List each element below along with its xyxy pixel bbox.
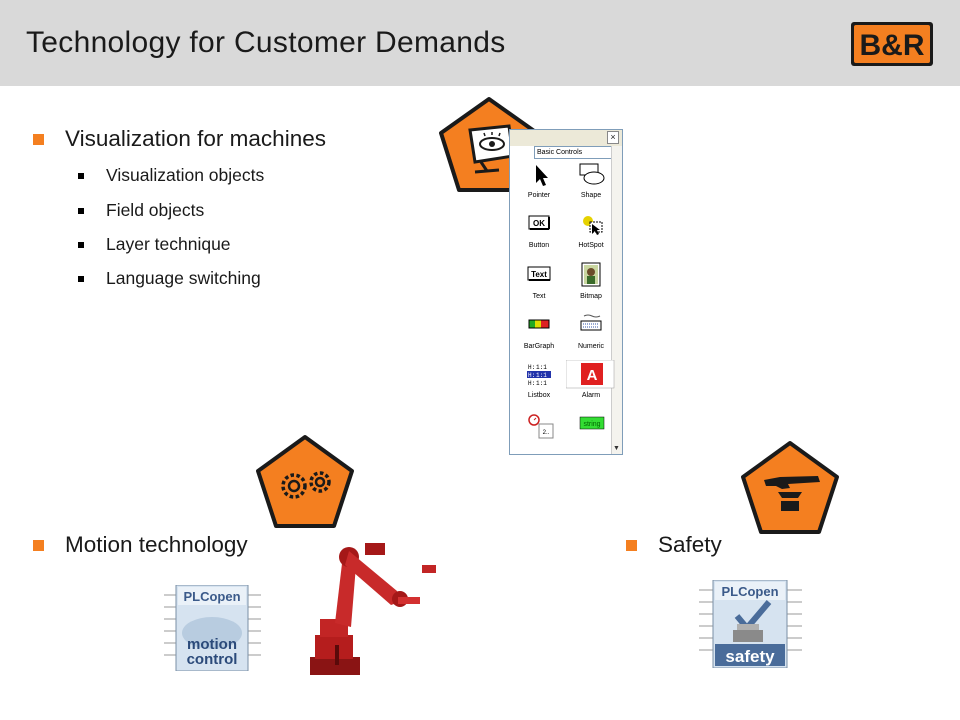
slide-header: Technology for Customer Demands B&R <box>0 0 960 86</box>
tool-label: Button <box>528 242 550 249</box>
sub-item-label: Field objects <box>106 200 205 220</box>
plcopen-motion-badge: PLCopen motion control <box>164 585 261 671</box>
scroll-down-icon[interactable]: ▼ <box>613 445 620 452</box>
tool-label: Bitmap <box>580 293 602 300</box>
motion-heading: Motion technology <box>65 532 248 557</box>
svg-text:PLCopen: PLCopen <box>721 584 778 599</box>
safety-heading: Safety <box>658 532 722 557</box>
hotspot-icon <box>583 216 603 235</box>
tool-label: Shape <box>580 192 602 199</box>
datetime-icon: 2.. <box>528 414 554 439</box>
svg-text:control: control <box>187 651 238 668</box>
svg-text:1:1: 1:1 <box>536 380 547 387</box>
svg-text:motion: motion <box>187 636 237 653</box>
svg-text:H:: H: <box>528 372 535 379</box>
svg-text:B&R: B&R <box>860 29 925 62</box>
alarm-icon: A <box>565 359 615 389</box>
toolbox-panel: × Basic Controls ▼ Pointer Shape OK Butt… <box>509 129 623 455</box>
svg-text:A: A <box>587 367 598 384</box>
visualization-bullet: Visualization for machines <box>33 126 326 152</box>
slide-title: Technology for Customer Demands <box>26 26 506 59</box>
sub-item-label: Layer technique <box>106 234 231 254</box>
sub-bullet: Visualization objects <box>78 165 264 186</box>
toolbox-scrollbar[interactable]: ▼ <box>611 146 622 454</box>
string-icon: string <box>579 416 605 430</box>
tool-button[interactable]: OK Button <box>514 212 564 262</box>
svg-text:Text: Text <box>531 270 547 279</box>
tool-label: Alarm <box>581 392 601 399</box>
toolbox-titlebar: × <box>510 130 622 146</box>
tool-label: Pointer <box>527 192 551 199</box>
sub-bullet: Language switching <box>78 268 261 289</box>
bullet-square <box>33 539 44 551</box>
close-icon[interactable]: × <box>607 131 619 144</box>
tool-label: HotSpot <box>578 242 604 249</box>
svg-text:1:1: 1:1 <box>536 372 547 379</box>
button-icon: OK <box>528 215 550 230</box>
tool-text[interactable]: Text Text <box>514 262 564 312</box>
sub-item-label: Language switching <box>106 268 261 288</box>
tool-bargraph[interactable]: BarGraph <box>514 313 564 363</box>
robot-arm-image <box>310 543 436 675</box>
br-logo: B&R <box>851 22 933 66</box>
tool-pointer[interactable]: Pointer <box>514 162 564 212</box>
visualization-heading: Visualization for machines <box>65 126 326 151</box>
sub-item-label: Visualization objects <box>106 165 265 185</box>
sub-bullet: Layer technique <box>78 234 231 255</box>
numeric-icon <box>580 314 602 331</box>
motion-bullet: Motion technology <box>33 532 248 558</box>
svg-text:H:: H: <box>528 380 535 387</box>
tool-label: BarGraph <box>523 343 555 350</box>
svg-text:H:: H: <box>528 364 535 371</box>
bitmap-icon <box>581 262 601 287</box>
tool-hotspot[interactable]: HotSpot <box>566 212 616 262</box>
text-icon: Text <box>527 266 551 281</box>
tool-label: Text <box>532 293 546 300</box>
shape-icon <box>579 163 605 185</box>
gears-icon <box>256 435 354 528</box>
sub-bullet: Field objects <box>78 200 204 221</box>
svg-text:PLCopen: PLCopen <box>183 589 240 604</box>
tool-bitmap[interactable]: Bitmap <box>566 262 616 312</box>
hand-press-icon <box>741 441 839 534</box>
pointer-icon <box>536 165 548 186</box>
listbox-icon: H:1:1H:1:1H:1:1 <box>527 364 551 387</box>
bargraph-icon <box>528 319 550 329</box>
plcopen-safety-badge: PLCopen safety <box>699 580 802 668</box>
tool-label: Numeric <box>577 343 605 350</box>
svg-text:OK: OK <box>533 219 545 228</box>
tool-numeric[interactable]: Numeric <box>566 313 616 363</box>
svg-text:2..: 2.. <box>543 430 550 436</box>
tool-label: Listbox <box>527 392 551 399</box>
tool-string[interactable]: string <box>566 412 616 442</box>
tool-alarm[interactable]: A Alarm <box>565 359 616 414</box>
tool-shape[interactable]: Shape <box>566 162 616 212</box>
bullet-square <box>33 133 44 145</box>
safety-bullet: Safety <box>626 532 722 558</box>
svg-text:1:1: 1:1 <box>536 364 547 371</box>
tool-datetime[interactable]: 2.. <box>514 412 564 442</box>
toolbox-category-select[interactable]: Basic Controls <box>534 146 620 159</box>
bullet-square <box>626 539 637 551</box>
svg-text:safety: safety <box>725 647 775 666</box>
svg-text:string: string <box>583 421 600 428</box>
